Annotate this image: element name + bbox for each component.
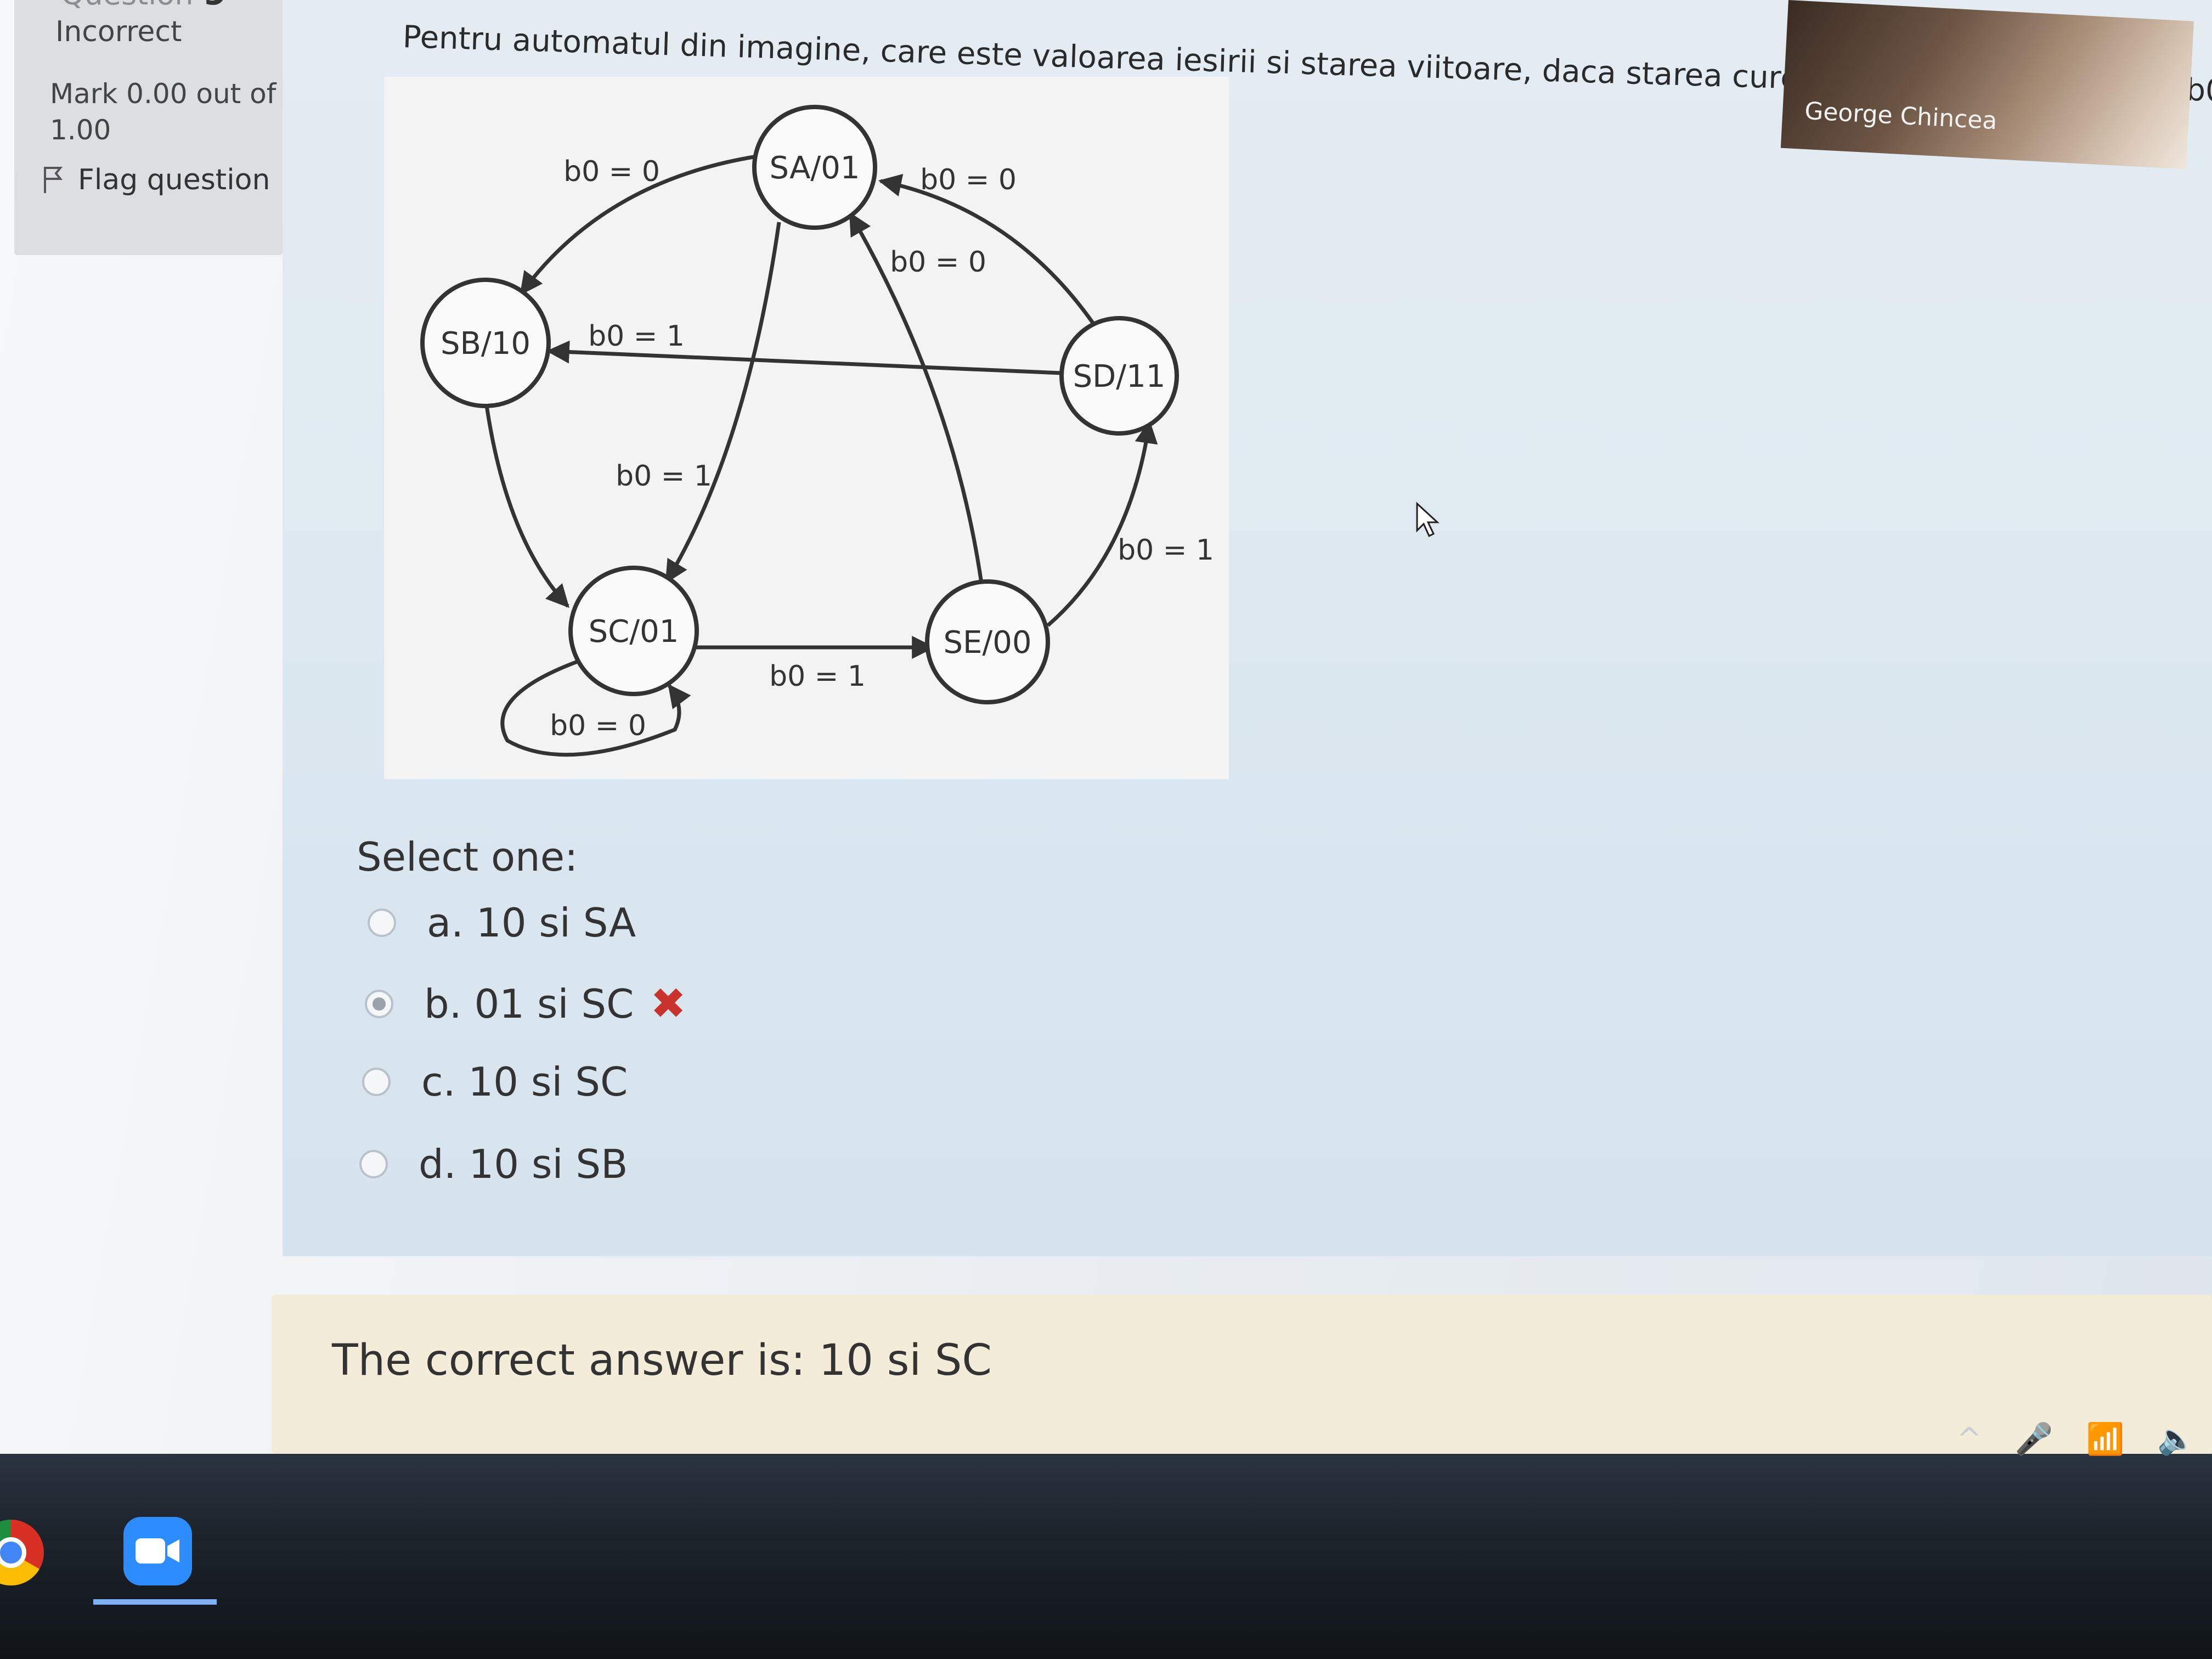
active-app-indicator <box>93 1599 217 1605</box>
state-se-label: SE/00 <box>943 625 1031 661</box>
right-answer-feedback: The correct answer is: 10 si SC <box>272 1295 2212 1454</box>
edge-sd-sb <box>546 340 1062 375</box>
zoom-icon[interactable] <box>123 1517 192 1585</box>
question-state: Incorrect <box>55 15 182 48</box>
question-number-value: 9 <box>203 0 228 13</box>
quiz-page: Question 9 Incorrect Mark 0.00 out of 1.… <box>0 0 2212 1454</box>
correct-answer-text: The correct answer is: 10 si SC <box>332 1336 992 1385</box>
edge-label-sd-sa: b0 = 0 <box>920 163 1017 196</box>
edge-label-sd-sb: b0 = 1 <box>588 320 685 353</box>
state-sb-label: SB/10 <box>441 326 531 362</box>
flag-question-button[interactable]: Flag question <box>42 163 270 196</box>
answer-option-a-label: a. 10 si SA <box>427 900 636 946</box>
state-machine-diagram: SA/01 SB/10 SC/01 SD/11 SE/00 b0 = 0 b0 … <box>384 77 1229 779</box>
tray-overflow-icon[interactable]: ^ <box>1956 1421 1982 1457</box>
answer-option-d[interactable]: d. 10 si SB <box>359 1141 628 1187</box>
edge-label-se-sa: b0 = 0 <box>890 246 986 279</box>
network-icon[interactable]: 📶 <box>2086 1421 2125 1457</box>
edge-sa-sb <box>520 154 758 296</box>
answer-option-d-label: d. 10 si SB <box>419 1141 628 1187</box>
edge-se-sd <box>1046 420 1158 627</box>
webcam-participant-name: George Chincea <box>1804 97 1998 136</box>
state-diagram-svg: SA/01 SB/10 SC/01 SD/11 SE/00 b0 = 0 b0 … <box>420 105 1214 757</box>
question-mark: Mark 0.00 out of 1.00 <box>50 76 280 148</box>
radio-option-b[interactable] <box>365 990 393 1018</box>
question-number: Question 9 <box>61 0 227 13</box>
radio-option-d[interactable] <box>359 1150 388 1178</box>
edge-label-se-sd: b0 = 1 <box>1118 534 1214 567</box>
answer-option-b[interactable]: b. 01 si SC ✖ <box>365 979 686 1029</box>
edge-sb-sc <box>483 397 569 608</box>
taskbar <box>0 1454 2212 1659</box>
edge-se-sa <box>848 212 984 588</box>
state-sa-node <box>752 105 877 230</box>
edge-sc-sc <box>500 659 691 757</box>
incorrect-icon: ✖ <box>650 979 686 1029</box>
flag-icon <box>44 167 63 193</box>
zoom-camera-glyph <box>136 1538 179 1564</box>
state-sc-label: SC/01 <box>589 614 679 650</box>
microphone-icon[interactable]: 🎤 <box>2015 1421 2053 1457</box>
radio-option-c[interactable] <box>362 1068 391 1096</box>
edge-label-sc-se: b0 = 1 <box>769 660 866 693</box>
answer-option-b-label: b. 01 si SC <box>424 981 634 1027</box>
webcam-overlay: George Chincea <box>1780 0 2194 170</box>
state-sa-label: SA/01 <box>769 150 860 186</box>
answer-option-c[interactable]: c. 10 si SC <box>362 1059 628 1105</box>
question-label: Question <box>61 0 194 12</box>
system-tray: ^ 🎤 📶 🔈 <box>1956 1421 2196 1458</box>
answer-option-c-label: c. 10 si SC <box>421 1059 628 1105</box>
mark-line-1: Mark 0.00 out of <box>50 78 276 110</box>
question-info-panel: Question 9 Incorrect Mark 0.00 out of 1.… <box>14 0 283 255</box>
state-sd-node <box>1059 316 1179 436</box>
state-sd-label: SD/11 <box>1073 359 1166 394</box>
edge-label-sa-sc: b0 = 1 <box>616 460 712 493</box>
flag-question-label: Flag question <box>78 163 270 196</box>
volume-icon[interactable]: 🔈 <box>2157 1421 2196 1457</box>
radio-option-a[interactable] <box>368 909 396 937</box>
edge-label-sa-sb: b0 = 0 <box>563 155 660 188</box>
select-one-label: Select one: <box>357 834 578 880</box>
state-sc-node <box>568 566 699 696</box>
state-se-node <box>925 579 1050 704</box>
mouse-cursor-icon <box>1416 502 1440 538</box>
edge-label-sc-sc: b0 = 0 <box>550 709 646 742</box>
edge-sa-sc <box>665 222 781 584</box>
mark-line-2: 1.00 <box>50 114 111 146</box>
edge-sd-sa <box>878 173 1099 330</box>
answer-option-a[interactable]: a. 10 si SA <box>368 900 636 946</box>
state-sb-node <box>420 278 551 408</box>
